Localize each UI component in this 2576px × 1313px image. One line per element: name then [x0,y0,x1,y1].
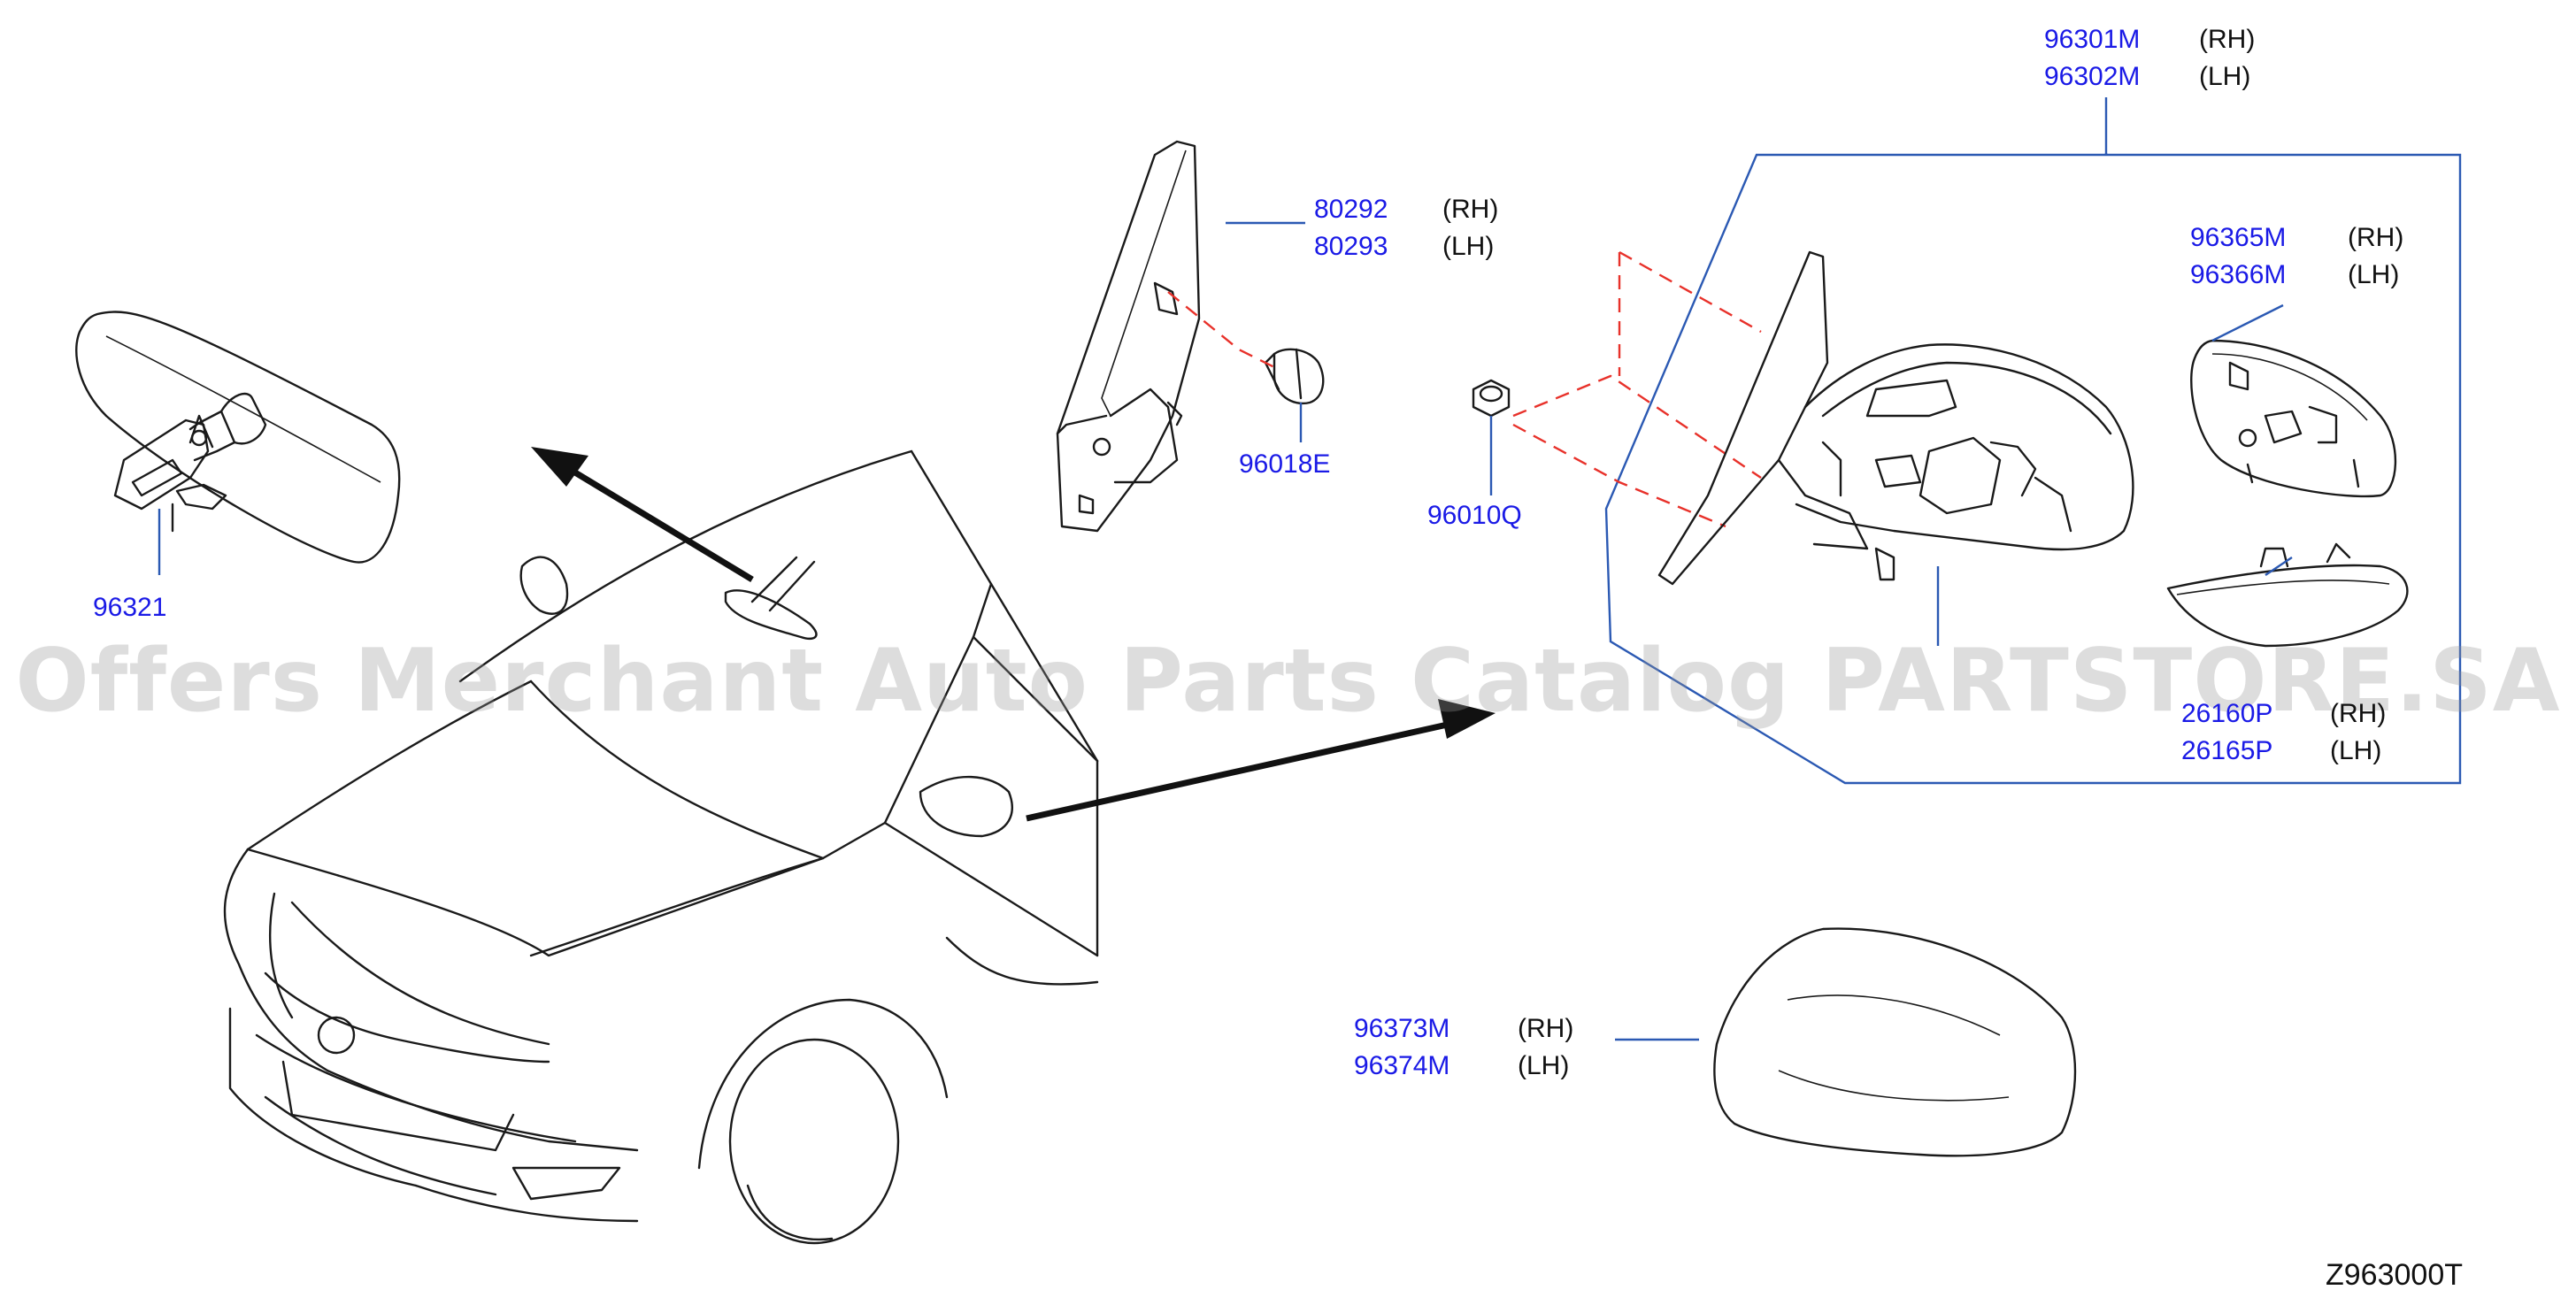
side-label: (RH) [2348,223,2404,252]
side-label: (LH) [1442,232,1495,261]
side-label: (RH) [1442,195,1499,224]
callout-96374M[interactable]: 96374M (LH) [1354,1051,1569,1081]
car-illustration [223,449,1099,1245]
callout-96010Q[interactable]: 96010Q [1427,501,1522,531]
part-number[interactable]: 26165P [2181,736,2273,765]
part-number[interactable]: 96302M [2044,62,2141,91]
part-number[interactable]: 80293 [1314,232,1388,261]
watermark: Offers Merchant Auto Parts Catalog PARTS… [15,631,2561,732]
callout-80293[interactable]: 80293 (LH) [1314,232,1494,262]
part-number[interactable]: 96010Q [1427,501,1522,530]
callout-96373M[interactable]: 96373M (RH) [1354,1014,1573,1044]
callout-96366M[interactable]: 96366M (LH) [2190,260,2399,290]
part-number[interactable]: 96365M [2190,223,2287,252]
corner-finisher-part [1056,140,1201,533]
side-label: (RH) [1518,1014,1574,1043]
leader-lines [158,221,2293,1041]
inside-mirror-part [75,311,401,564]
side-label: (LH) [2330,736,2382,765]
part-number[interactable]: 96321 [93,593,167,622]
callout-96321[interactable]: 96321 [93,593,166,623]
part-number[interactable]: 26160P [2181,699,2273,728]
clip-part [1264,348,1325,405]
callout-96302M[interactable]: 96302M (LH) [2044,62,2250,92]
part-number[interactable]: 96374M [1354,1051,1450,1080]
part-number[interactable]: 96373M [1354,1014,1450,1043]
door-mirror-part [1657,250,2134,586]
dashed-guides [1167,250,1762,528]
mirror-cover-part [1713,927,2077,1157]
side-label: (RH) [2330,699,2387,728]
callout-96018E[interactable]: 96018E [1239,449,1330,480]
part-number[interactable]: 96366M [2190,260,2287,289]
arrows [531,447,1496,822]
callout-26160P[interactable]: 26160P (RH) [2181,699,2386,729]
side-label: (RH) [2199,25,2256,54]
diagram-code: Z963000T [2326,1258,2463,1292]
callout-96301M[interactable]: 96301M (RH) [2044,25,2255,55]
assembly-frame [1604,97,2462,785]
turn-signal-part [2166,542,2409,648]
part-number[interactable]: 96018E [1239,449,1331,479]
callout-80292[interactable]: 80292 (RH) [1314,195,1498,225]
side-label: (LH) [2348,260,2400,289]
nut-part [1472,379,1511,418]
side-label: (LH) [2199,62,2251,91]
part-number[interactable]: 80292 [1314,195,1388,224]
mirror-glass-part [2190,339,2397,498]
side-label: (LH) [1518,1051,1570,1080]
callout-26165P[interactable]: 26165P (LH) [2181,736,2381,766]
callout-96365M[interactable]: 96365M (RH) [2190,223,2403,253]
part-number[interactable]: 96301M [2044,25,2141,54]
